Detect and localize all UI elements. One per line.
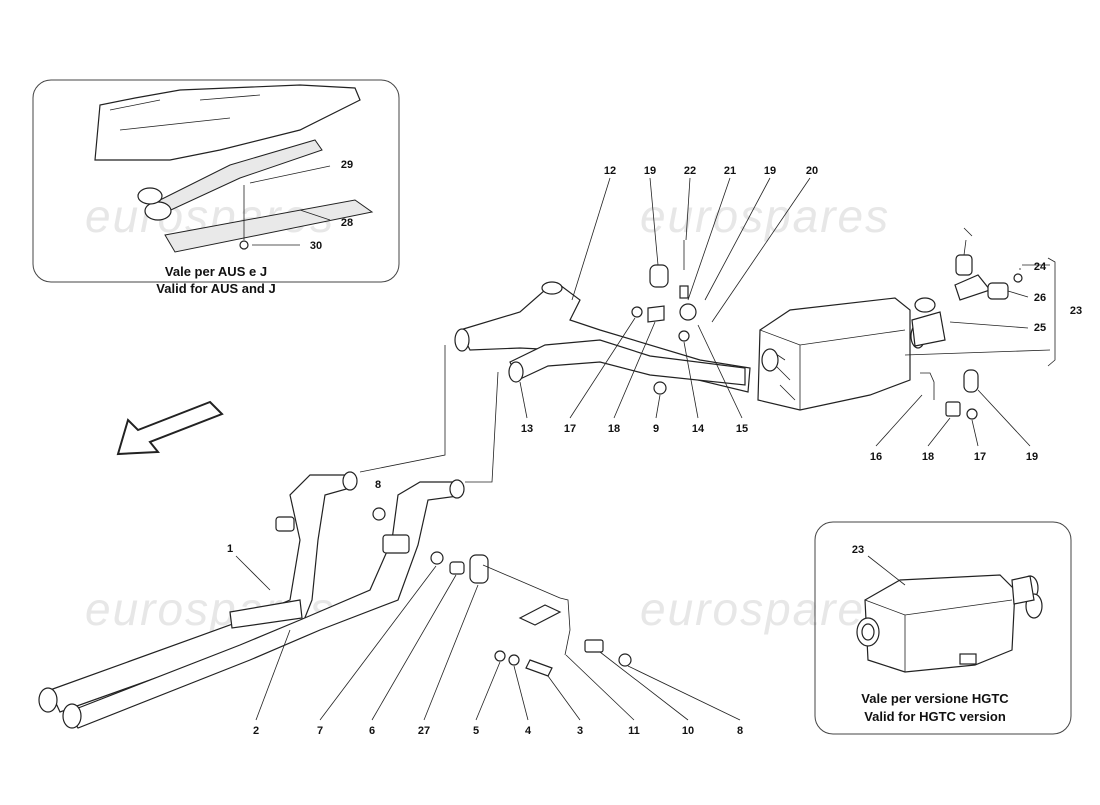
callout-18: 18 [608, 423, 620, 435]
callout-11: 11 [628, 725, 640, 737]
watermark-text: eurospares [640, 190, 890, 242]
callout-9: 9 [653, 423, 659, 435]
inset-frame [814, 521, 1072, 735]
callout-12: 12 [604, 165, 616, 177]
inset-caption-line2: Valid for AUS and J [156, 281, 275, 296]
callout-19: 19 [1026, 451, 1038, 463]
callout-20: 20 [806, 165, 818, 177]
callout-19: 19 [644, 165, 656, 177]
callout-22: 22 [684, 165, 696, 177]
callout-27: 27 [418, 725, 430, 737]
callout-21: 21 [724, 165, 736, 177]
middle-pipes-drawing [454, 281, 751, 393]
rubber-mount-drawing [963, 369, 979, 393]
inset-caption-line1: Vale per versione HGTC [861, 691, 1009, 706]
callout-24: 24 [1034, 261, 1047, 273]
callout-23: 23 [1070, 305, 1082, 317]
inset-hgtc: 23 Vale per versione HGTC Valid for HGTC… [814, 521, 1072, 735]
callout-18: 18 [922, 451, 934, 463]
clamp-drawing [382, 534, 410, 554]
callout-16: 16 [870, 451, 882, 463]
callout-15: 15 [736, 423, 748, 435]
callout-4: 4 [525, 725, 532, 737]
callout-30: 30 [310, 240, 322, 252]
callout-8: 8 [737, 725, 743, 737]
rubber-mount-drawing [649, 264, 669, 288]
direction-arrow-icon [116, 400, 224, 456]
watermark-text: eurospares [640, 583, 890, 635]
callout-2: 2 [253, 725, 259, 737]
inset-frame [32, 79, 400, 283]
silencer-drawing [757, 297, 946, 411]
heat-shield-drawing [164, 199, 374, 253]
callout-25: 25 [1034, 322, 1046, 334]
inset-caption-line1: Vale per AUS e J [165, 264, 267, 279]
callout-17: 17 [974, 451, 986, 463]
callout-3: 3 [577, 725, 583, 737]
callout-13: 13 [521, 423, 533, 435]
leader-lines [235, 177, 1056, 721]
rubber-mount-drawing [469, 554, 489, 584]
callout-28: 28 [341, 217, 353, 229]
callout-29: 29 [341, 159, 353, 171]
callout-26: 26 [1034, 292, 1046, 304]
callout-17: 17 [564, 423, 576, 435]
callout-6: 6 [369, 725, 375, 737]
callout-1: 1 [227, 543, 233, 555]
callout-7: 7 [317, 725, 323, 737]
nut-drawing [372, 507, 386, 521]
callout-14: 14 [692, 423, 705, 435]
callout-23: 23 [852, 544, 864, 556]
front-pipes-drawing [38, 471, 465, 729]
inset-caption-line2: Valid for HGTC version [864, 709, 1006, 724]
callout-19: 19 [764, 165, 776, 177]
nut-drawing [239, 240, 249, 250]
callout-10: 10 [682, 725, 694, 737]
callout-5: 5 [473, 725, 479, 737]
inset-aus-j: 29 28 30 Vale per AUS e J Valid for AUS … [32, 79, 400, 296]
inset-chassis-drawing [94, 84, 374, 253]
callout-8: 8 [375, 479, 381, 491]
inset-silencer-drawing [856, 574, 1043, 673]
